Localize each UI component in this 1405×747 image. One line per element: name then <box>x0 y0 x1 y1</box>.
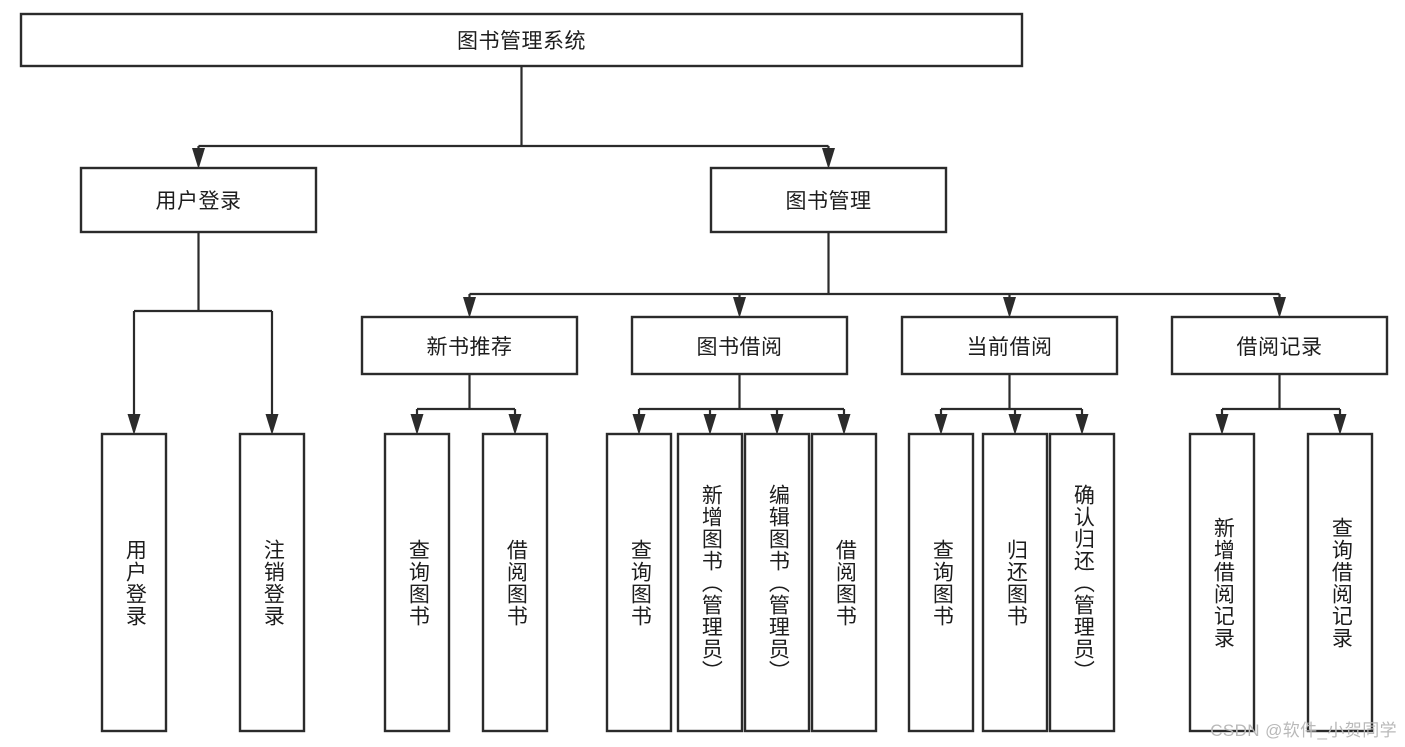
node-box-login[interactable] <box>79 166 318 234</box>
node-box-f-record-2[interactable] <box>1306 432 1374 733</box>
node-box-f-current-1[interactable] <box>907 432 975 733</box>
node-box-borrow[interactable] <box>630 315 849 376</box>
node-box-f-borrow-4[interactable] <box>810 432 878 733</box>
node-box-f-borrow-1[interactable] <box>605 432 673 733</box>
node-box-f-borrow-2[interactable] <box>676 432 744 733</box>
node-box-bookmgmt[interactable] <box>709 166 948 234</box>
node-box-f-newbook-1[interactable] <box>383 432 451 733</box>
node-box-f-record-1[interactable] <box>1188 432 1256 733</box>
node-box-record[interactable] <box>1170 315 1389 376</box>
node-box-f-borrow-3[interactable] <box>743 432 811 733</box>
node-box-f-current-3[interactable] <box>1048 432 1116 733</box>
node-box-f-login-2[interactable] <box>238 432 306 733</box>
node-box-layer <box>19 12 1389 733</box>
node-box-f-login-1[interactable] <box>100 432 168 733</box>
node-box-root[interactable] <box>19 12 1024 68</box>
node-box-f-current-2[interactable] <box>981 432 1049 733</box>
node-box-newbook[interactable] <box>360 315 579 376</box>
node-box-current[interactable] <box>900 315 1119 376</box>
watermark-text: CSDN @软件_小贺同学 <box>1210 721 1397 740</box>
node-box-f-newbook-2[interactable] <box>481 432 549 733</box>
connector-layer <box>127 66 1347 435</box>
